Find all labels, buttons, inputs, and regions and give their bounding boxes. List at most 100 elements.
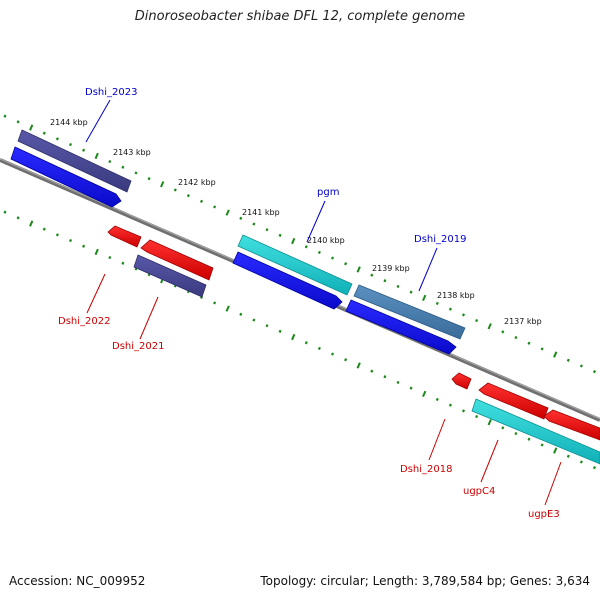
position-label: 2137 kbp <box>504 317 542 326</box>
plus-strand-genes <box>10 129 466 355</box>
tick-minor <box>383 279 387 283</box>
tick-minor <box>68 142 73 147</box>
tick-major <box>160 181 165 188</box>
tick-minor <box>344 262 348 266</box>
tick-minor <box>16 216 20 220</box>
tick-major <box>356 362 361 369</box>
tick-minor <box>239 312 243 316</box>
tick-minor <box>108 255 112 260</box>
tick-minor <box>448 403 452 407</box>
accession-text: Accession: NC_009952 <box>9 574 146 588</box>
gene-dshi-2023-cds[interactable] <box>10 146 122 208</box>
position-label: 2141 kbp <box>242 208 280 217</box>
tick-major <box>487 419 492 426</box>
tick-minor <box>579 364 583 368</box>
tick-major <box>29 124 34 131</box>
tick-row-bottom <box>3 210 597 470</box>
tick-row-top <box>3 114 597 374</box>
tick-minor <box>592 370 597 374</box>
tick-major <box>487 323 492 330</box>
tick-minor <box>82 244 86 248</box>
tick-minor <box>579 460 583 464</box>
tick-minor <box>514 431 518 436</box>
tick-minor <box>68 238 73 243</box>
tick-minor <box>265 228 269 232</box>
gene-label-ugpe3[interactable]: ugpE3 <box>528 509 560 520</box>
gene-pgm-feature[interactable] <box>237 234 353 296</box>
gene-label-dshi-2021[interactable]: Dshi_2021 <box>112 341 164 352</box>
gene-labels: Dshi_2023 pgm Dshi_2019 Dshi_2022 Dshi_2… <box>58 87 560 520</box>
gene-dshi-2019-cds[interactable] <box>345 299 457 355</box>
gene-dshi-2018-cds[interactable] <box>451 372 472 390</box>
gene-label-dshi-2023[interactable]: Dshi_2023 <box>85 87 137 98</box>
tick-minor <box>461 409 466 413</box>
tick-minor <box>252 222 256 226</box>
tick-minor <box>317 346 321 351</box>
gene-label-pgm[interactable]: pgm <box>317 187 339 198</box>
tick-major <box>225 209 230 216</box>
tick-minor <box>213 301 217 305</box>
tick-minor <box>121 165 125 169</box>
leader-line-dshi-2018 <box>428 418 446 461</box>
tick-minor <box>396 284 400 289</box>
gene-dshi-2023-feature[interactable] <box>17 129 132 193</box>
gene-label-dshi-2018[interactable]: Dshi_2018 <box>400 464 452 475</box>
gene-dshi-2021-feature[interactable] <box>133 254 207 298</box>
tick-minor <box>82 148 86 152</box>
tick-minor <box>409 386 413 390</box>
tick-minor <box>278 233 282 237</box>
tick-minor <box>330 352 335 356</box>
tick-major <box>553 351 558 358</box>
tick-minor <box>213 205 217 209</box>
position-labels: 2144 kbp 2143 kbp 2142 kbp 2141 kbp 2140… <box>50 118 542 326</box>
tick-major <box>94 152 99 160</box>
tick-minor <box>108 159 112 164</box>
gene-dshi-2019-feature[interactable] <box>353 284 466 340</box>
tick-major <box>422 294 427 301</box>
leader-line-dshi-2021 <box>139 296 159 340</box>
position-label: 2144 kbp <box>50 118 88 127</box>
tick-minor <box>121 261 125 265</box>
tick-major <box>94 248 99 256</box>
tick-minor <box>173 188 177 192</box>
tick-major <box>29 220 34 227</box>
tick-minor <box>265 324 269 328</box>
tick-minor <box>3 210 7 214</box>
tick-minor <box>239 216 243 220</box>
gene-ugpc4-cds[interactable] <box>478 382 549 420</box>
gene-label-ugpc4[interactable]: ugpC4 <box>463 486 495 497</box>
tick-minor <box>42 227 46 231</box>
gene-pgm-cds[interactable] <box>232 251 343 310</box>
tick-minor <box>330 256 335 260</box>
tick-minor <box>317 250 321 255</box>
tick-minor <box>186 194 190 198</box>
gene-ugpe3-cds[interactable] <box>543 409 600 441</box>
leader-line-dshi-2023 <box>85 99 111 143</box>
tick-minor <box>435 301 439 306</box>
gene-ugpc4-feature[interactable] <box>471 398 600 465</box>
tick-minor <box>370 273 374 277</box>
tick-minor <box>147 177 151 181</box>
genome-summary-text: Topology: circular; Length: 3,789,584 bp… <box>260 574 590 588</box>
tick-minor <box>42 131 46 135</box>
position-label: 2140 kbp <box>307 236 345 245</box>
tick-minor <box>396 380 400 385</box>
tick-minor <box>527 437 531 441</box>
tick-minor <box>514 335 518 340</box>
tick-minor <box>540 443 544 447</box>
tick-minor <box>278 329 282 333</box>
tick-minor <box>344 358 348 362</box>
leader-line-dshi-2019 <box>418 247 438 292</box>
leader-line-pgm <box>306 200 326 243</box>
gene-label-leaders <box>85 99 562 506</box>
gene-label-dshi-2019[interactable]: Dshi_2019 <box>414 234 466 245</box>
tick-minor <box>252 318 256 322</box>
tick-minor <box>3 114 7 118</box>
position-label: 2142 kbp <box>178 178 216 187</box>
tick-major <box>291 237 296 245</box>
gene-dshi-2022-cds[interactable] <box>107 225 142 248</box>
tick-minor <box>55 137 59 141</box>
gene-dshi-2021-cds[interactable] <box>140 239 214 281</box>
gene-label-dshi-2022[interactable]: Dshi_2022 <box>58 316 110 327</box>
